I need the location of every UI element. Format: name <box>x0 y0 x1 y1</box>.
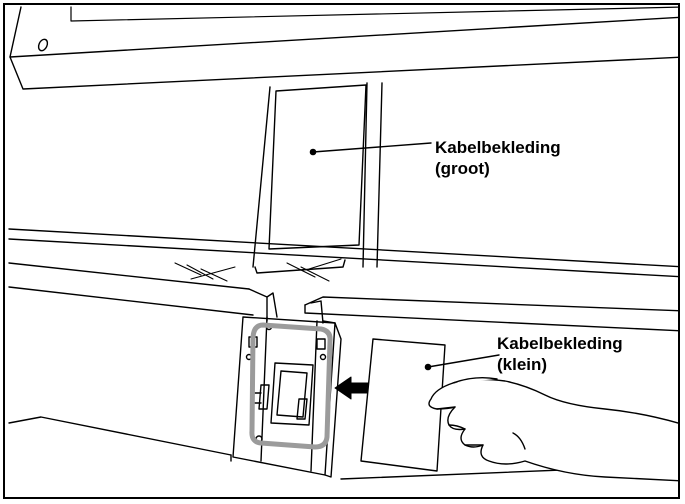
leader-lines <box>309 142 500 371</box>
arrow-left-icon <box>334 376 371 400</box>
top-panel <box>9 6 678 90</box>
screw-hole-icon <box>37 38 49 52</box>
illustration-frame: Kabelbekleding (groot) Kabelbekleding (k… <box>3 3 680 499</box>
callout-large-line1: Kabelbekleding <box>435 138 561 157</box>
highlight-area <box>249 322 333 450</box>
screw-icon <box>319 353 327 361</box>
connector-housing <box>232 292 342 478</box>
callout-small-line2: (klein) <box>497 355 548 374</box>
callout-small-line1: Kabelbekleding <box>497 334 623 353</box>
cross-beam <box>8 228 678 332</box>
hand-illustration <box>428 376 678 482</box>
installation-diagram <box>8 6 678 482</box>
cable-cover-large <box>268 84 367 250</box>
leader-dot-small <box>424 363 432 371</box>
leader-dot-large <box>309 148 317 156</box>
callout-large-line2: (groot) <box>435 159 490 178</box>
callout-cable-cover-large: Kabelbekleding (groot) <box>435 137 561 179</box>
callout-cable-cover-small: Kabelbekleding (klein) <box>497 333 623 375</box>
cable-cover-small <box>360 338 446 472</box>
